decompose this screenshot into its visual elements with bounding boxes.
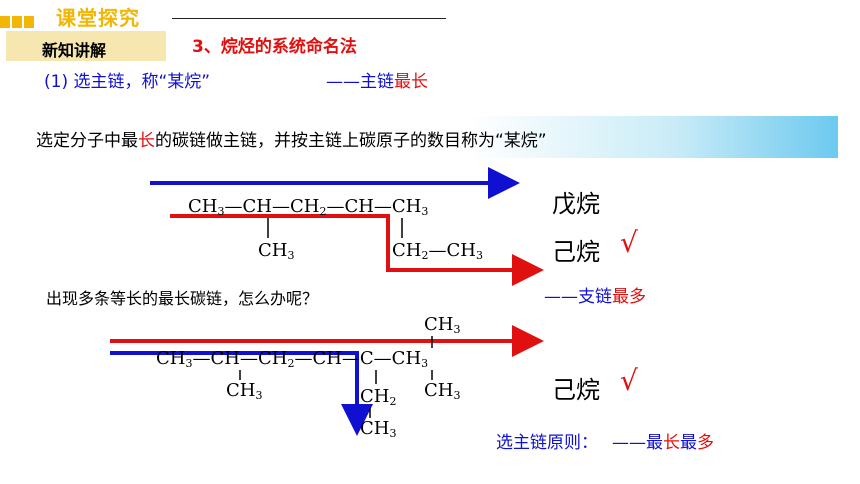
principle-w3: 最 bbox=[680, 433, 697, 453]
s1-bb-s2: 3 bbox=[475, 249, 483, 262]
s2-c: —CH—C—CH bbox=[294, 348, 422, 369]
s1-bb-s1: 2 bbox=[421, 249, 429, 262]
s2-a: CH bbox=[156, 348, 186, 369]
structure1-main-chain: CH3—CH—CH2—CH—CH3 bbox=[188, 196, 428, 218]
s1-sub3a: 3 bbox=[217, 205, 225, 218]
s2-b1-s: 3 bbox=[255, 389, 263, 402]
answer-hexane-2: 己烷 bbox=[552, 376, 600, 404]
rule2-red: 最多 bbox=[612, 287, 646, 307]
s1-ba-t: CH bbox=[258, 240, 288, 261]
s2-b3-s: 3 bbox=[453, 389, 461, 402]
s1-sub2: 2 bbox=[319, 205, 327, 218]
header-divider bbox=[172, 18, 446, 19]
principle-dash: —— bbox=[612, 433, 646, 453]
answer-pentane: 戊烷 bbox=[552, 190, 600, 218]
s1-bb-t1: CH bbox=[392, 240, 422, 261]
definition-text: 选定分子中最长的碳链做主链，并按主链上碳原子的数目称为“某烷” bbox=[36, 126, 547, 151]
structure2-top-methyl: CH3 bbox=[424, 314, 460, 336]
s1-sub3b: 3 bbox=[421, 205, 429, 218]
answer-hexane-1: 己烷 bbox=[552, 238, 600, 266]
s2-top-t: CH bbox=[424, 314, 454, 335]
principle-w4: 多 bbox=[697, 433, 714, 453]
banner-part1: 选定分子中最 bbox=[36, 131, 138, 151]
rule1-red: 最长 bbox=[394, 72, 428, 92]
principle-line: 选主链原则：——最长最多 bbox=[496, 428, 714, 453]
step-one-text: (1) 选主链，称“某烷” bbox=[44, 72, 211, 92]
structure1-branch-b: CH2—CH3 bbox=[392, 240, 483, 262]
rule-most-branches: ——支链最多 bbox=[544, 282, 646, 307]
s2-b4-s: 3 bbox=[389, 427, 397, 440]
s1-bb-t2: —CH bbox=[428, 240, 476, 261]
s2-b: —CH—CH bbox=[192, 348, 288, 369]
s1-ch3a: CH bbox=[188, 196, 218, 217]
badge-label: 新知讲解 bbox=[42, 41, 107, 60]
question-text: 出现多条等长的最长碳链，怎么办呢？ bbox=[46, 289, 319, 308]
rule-longest-chain: ——主链最长 bbox=[326, 67, 428, 92]
s2-as: 3 bbox=[185, 357, 193, 370]
s1-b1: —CH—CH bbox=[224, 196, 320, 217]
structure1-branch-a: CH3 bbox=[258, 240, 294, 262]
structure2-branch-3: CH3 bbox=[424, 380, 460, 402]
structure2-branch-2: CH2 bbox=[360, 386, 396, 408]
s1-ba-s: 3 bbox=[287, 249, 295, 262]
s2-b4-t: CH bbox=[360, 418, 390, 439]
check-mark-2: √ bbox=[620, 364, 638, 397]
principle-label: 选主链原则： bbox=[496, 433, 598, 453]
s2-bs: 2 bbox=[287, 357, 295, 370]
check-mark-1: √ bbox=[620, 226, 638, 259]
structure2-branch-4: CH3 bbox=[360, 418, 396, 440]
red-chain-arrow-1 bbox=[170, 214, 544, 286]
s2-b2-s: 2 bbox=[389, 395, 397, 408]
principle-w2: 长 bbox=[663, 433, 680, 453]
rule2-blue: 支链 bbox=[578, 287, 612, 307]
principle-w1: 最 bbox=[646, 433, 663, 453]
s1-b2: —CH—CH bbox=[326, 196, 422, 217]
section-title: 3、烷烃的系统命名法 bbox=[192, 37, 357, 57]
s2-b2-t: CH bbox=[360, 386, 390, 407]
badge-background bbox=[6, 31, 166, 61]
s2-cs: 3 bbox=[421, 357, 429, 370]
structure2-branch-1: CH3 bbox=[226, 380, 262, 402]
blue-chain-arrow-2 bbox=[110, 351, 373, 436]
s2-top-s: 3 bbox=[453, 323, 461, 336]
definition-banner bbox=[20, 116, 838, 158]
rule1-blue: 主链 bbox=[360, 72, 394, 92]
header-title: 课堂探究 bbox=[56, 6, 140, 30]
s2-b1-t: CH bbox=[226, 380, 256, 401]
structure2-main-chain: CH3—CH—CH2—CH—C—CH3 bbox=[156, 348, 428, 370]
rule2-dash: —— bbox=[544, 287, 578, 307]
rule1-dash: —— bbox=[326, 72, 360, 92]
s2-b3-t: CH bbox=[424, 380, 454, 401]
banner-red: 长 bbox=[138, 131, 155, 151]
banner-part2: 的碳链做主链，并按主链上碳原子的数目称为“某烷” bbox=[155, 131, 547, 151]
